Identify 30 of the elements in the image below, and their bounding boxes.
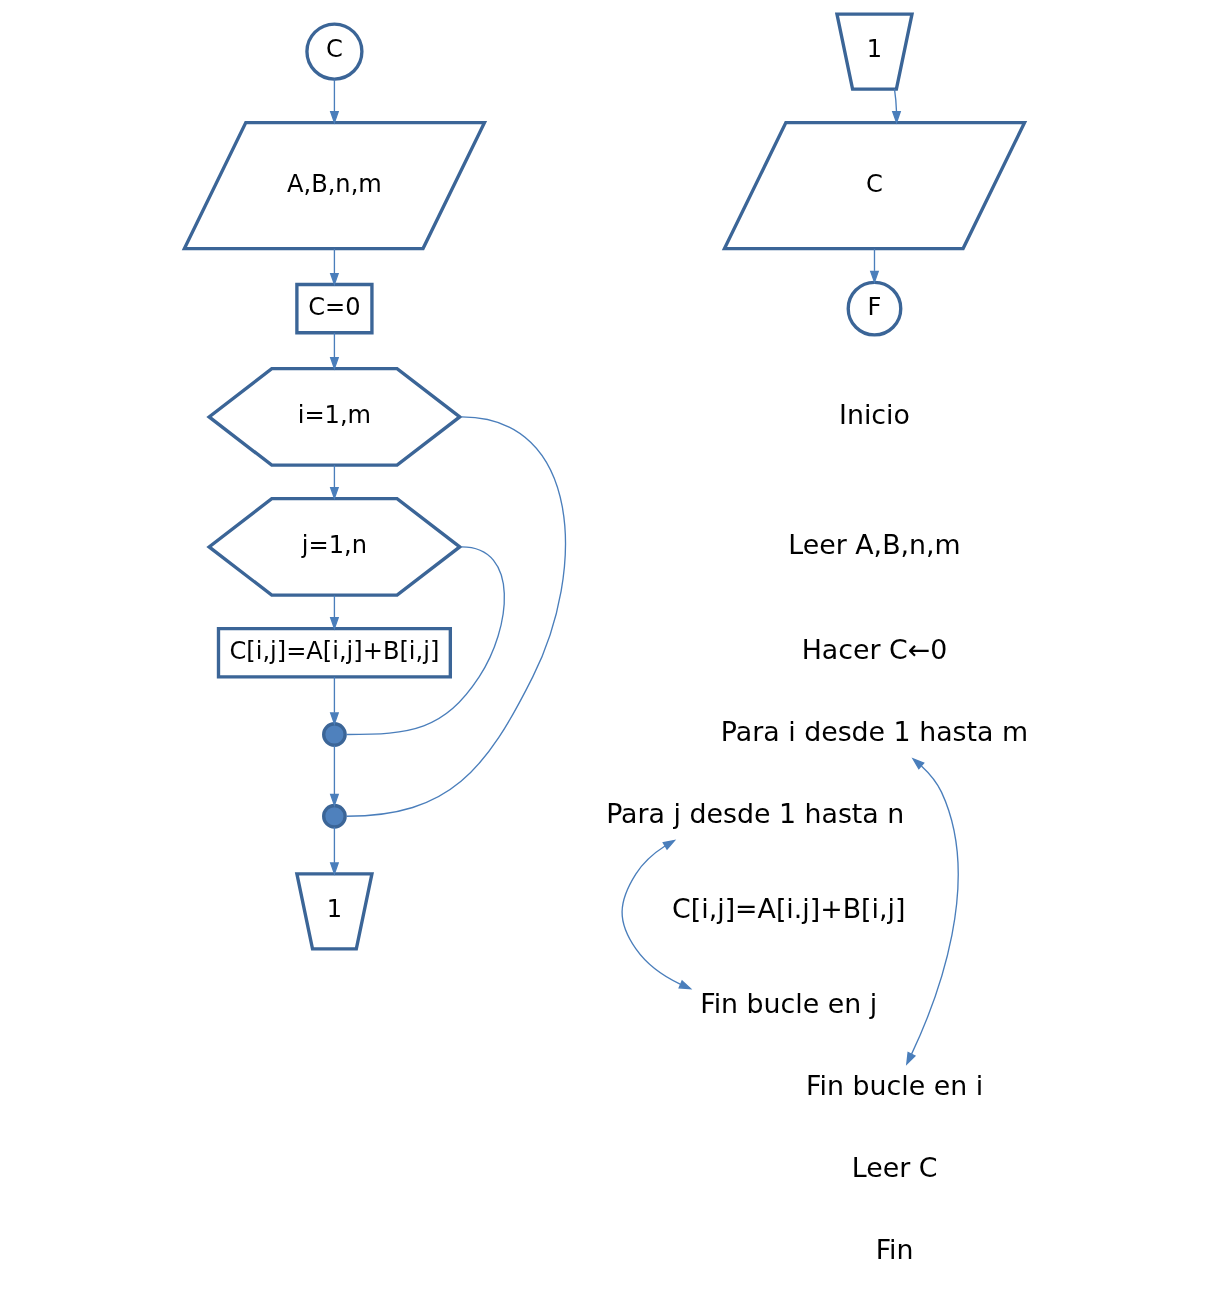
arrow (329, 826, 339, 876)
node-circle (321, 803, 347, 829)
node-text: Fin bucle en j (699, 988, 877, 1020)
node-text: Para i desde 1 hasta m (720, 716, 1028, 748)
node-circle: C (304, 22, 364, 81)
node-text: Fin bucle en i (805, 1070, 983, 1102)
node-text: Para j desde 1 hasta n (605, 797, 904, 829)
arrow (329, 78, 339, 125)
label: Fin (875, 1233, 914, 1265)
arrow (329, 248, 339, 287)
label: Inicio (838, 398, 910, 430)
node-box: C[i,j]=A[i,j]+B[i,j] (216, 626, 452, 679)
label: Leer C (851, 1151, 937, 1183)
node-circle: F (846, 280, 902, 337)
arrow (891, 88, 901, 125)
arrow (329, 464, 339, 501)
arrow (329, 332, 339, 371)
connector (345, 416, 566, 817)
node-circle (321, 722, 347, 747)
label: Hacer C←0 (801, 634, 947, 666)
arrow (620, 839, 692, 990)
arrow (329, 594, 339, 631)
arrow (905, 757, 959, 1066)
connector (345, 546, 505, 736)
arrow (869, 248, 879, 285)
arrow (329, 676, 339, 726)
node-box: C=0 (294, 282, 374, 335)
label: C[i,j]=A[i.j]+B[i,j] (671, 893, 905, 925)
label: Leer A,B,n,m (787, 528, 961, 560)
arrow (329, 744, 339, 808)
